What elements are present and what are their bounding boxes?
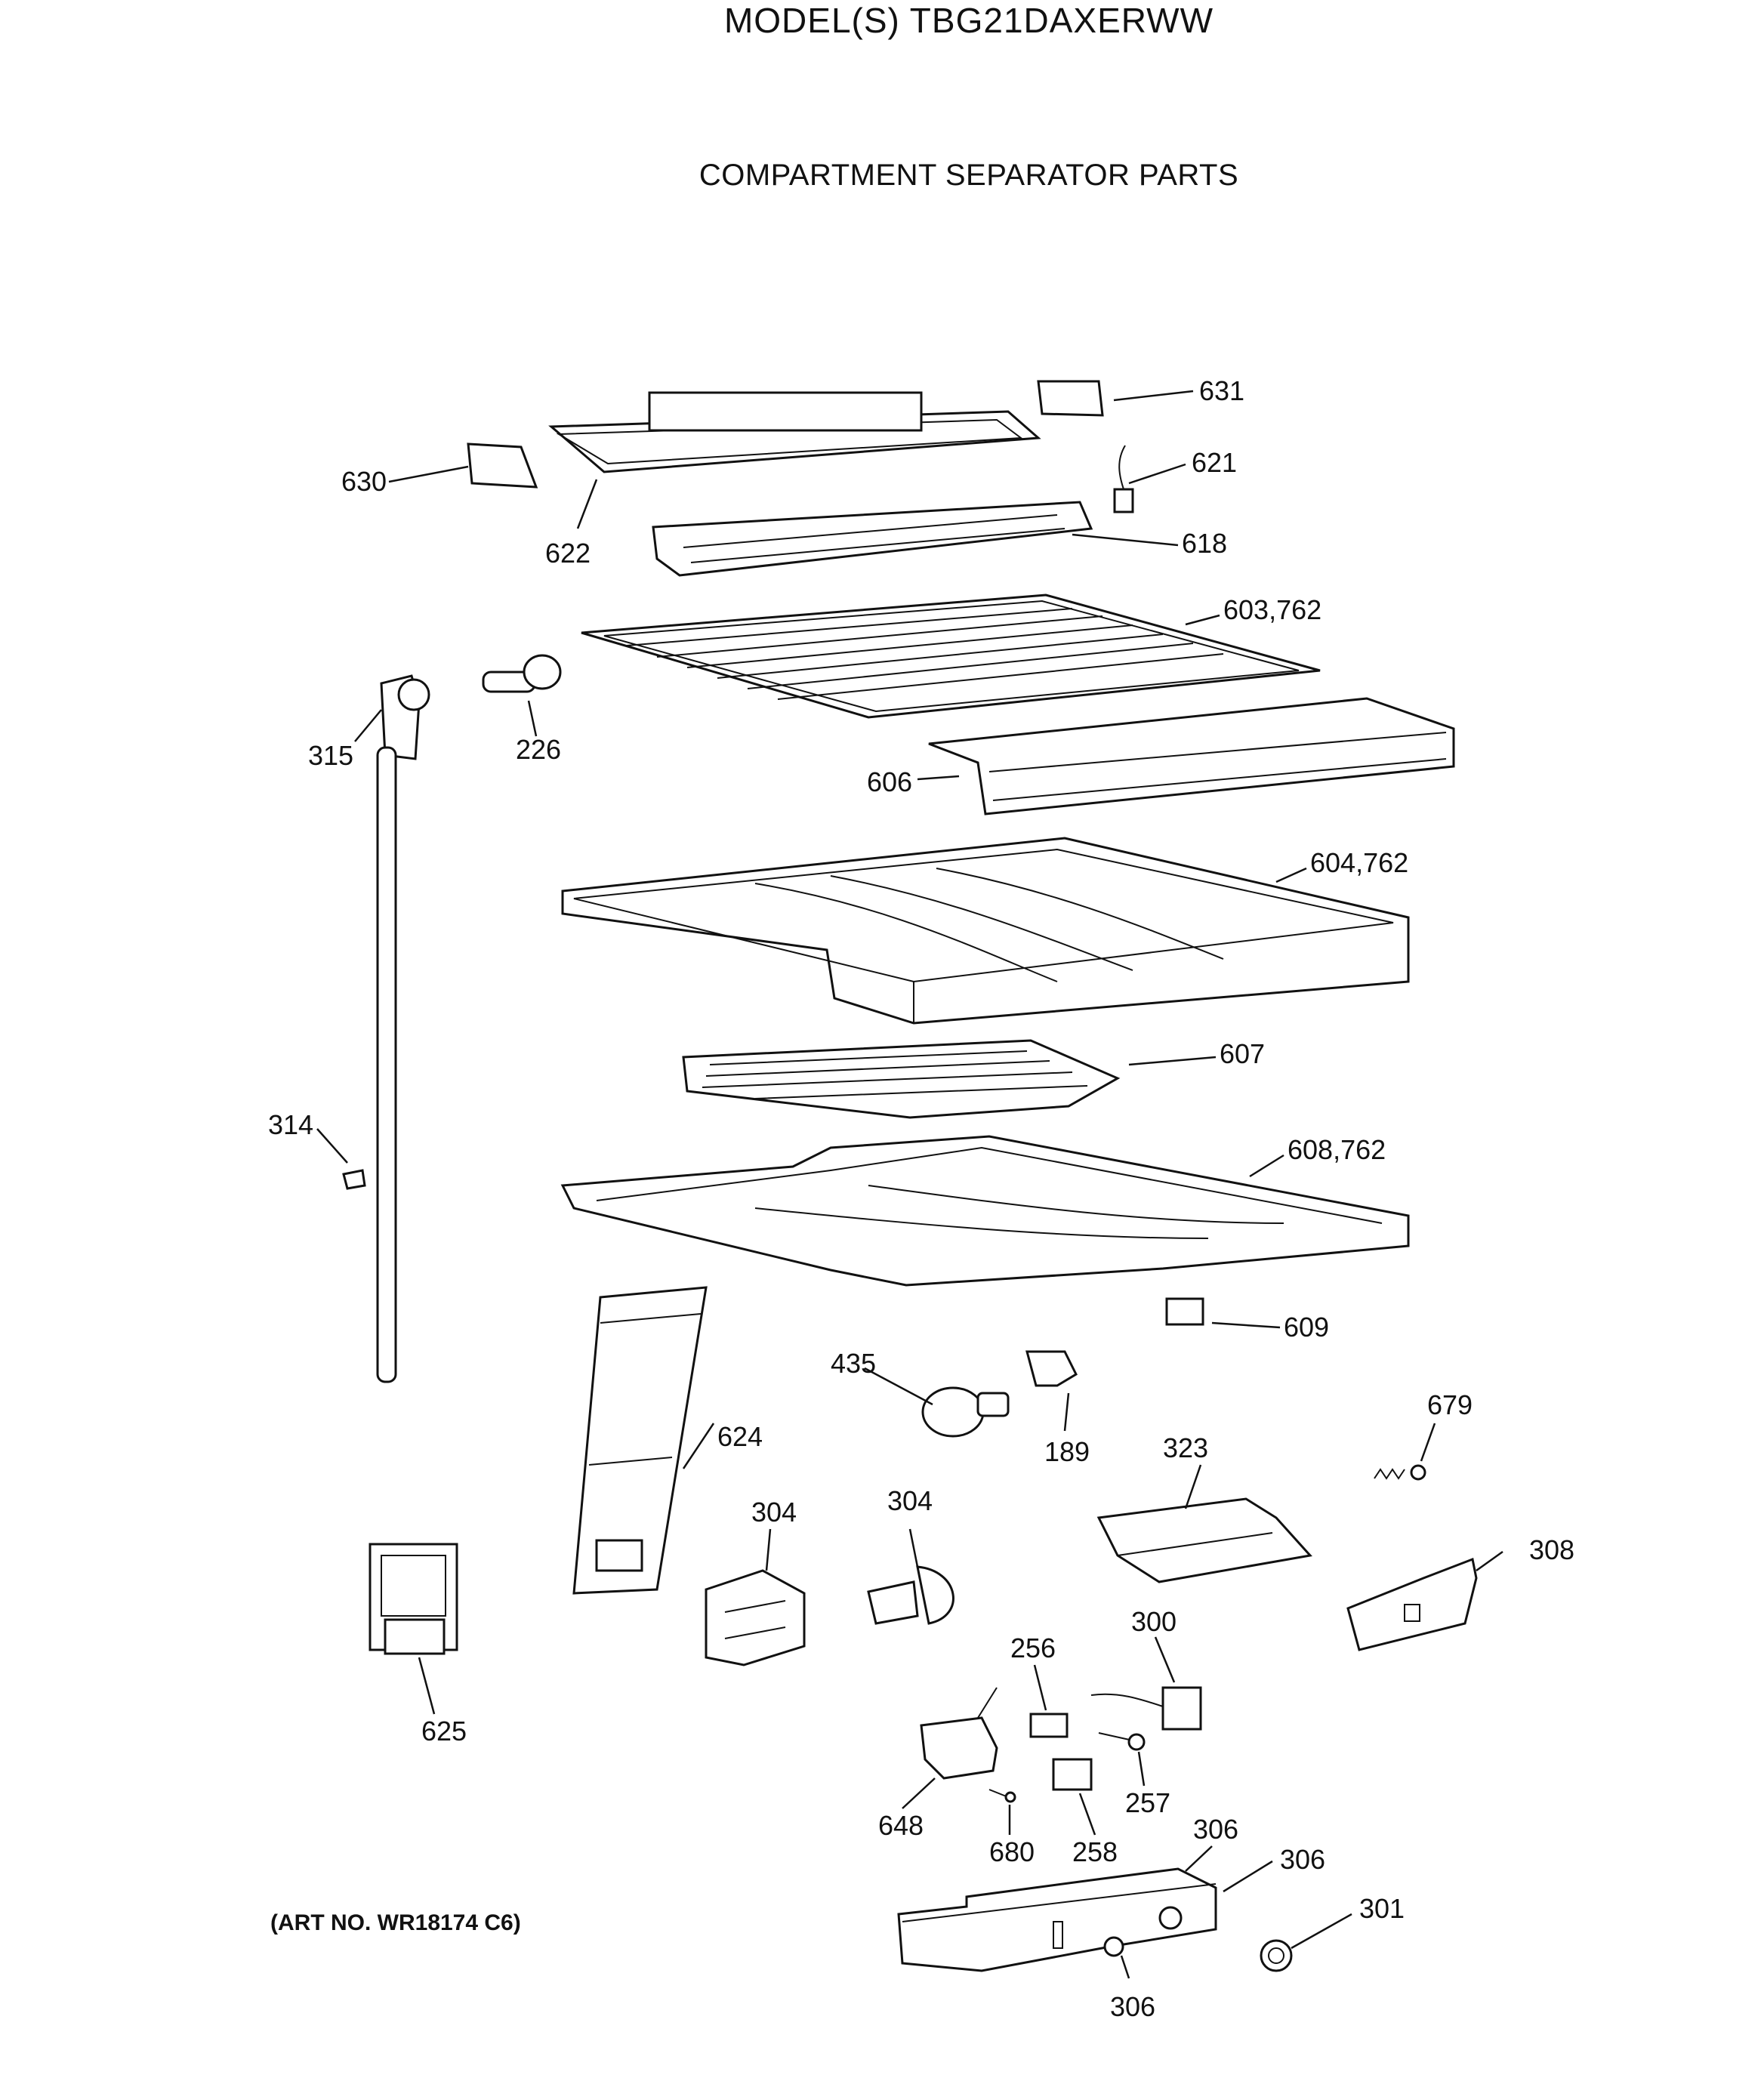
callout-256: 256	[1010, 1632, 1056, 1663]
section-title: COMPARTMENT SEPARATOR PARTS	[699, 159, 1239, 192]
callout-631: 631	[1199, 375, 1244, 406]
part-603-upper-cover[interactable]	[581, 593, 1321, 719]
model-title: MODEL(S) TBG21DAXERWW	[723, 1, 1214, 40]
callout-679: 679	[1427, 1389, 1473, 1420]
callout-609: 609	[1284, 1312, 1329, 1343]
part-315-pivot-bracket[interactable]	[380, 674, 430, 760]
part-624-air-duct[interactable]	[572, 1286, 708, 1595]
callout-257: 257	[1125, 1787, 1170, 1818]
part-226-cam[interactable]	[482, 654, 562, 693]
callout-301: 301	[1359, 1893, 1405, 1924]
callout-630: 630	[341, 466, 387, 497]
part-618-damper-duct[interactable]	[652, 501, 1093, 577]
callout-624: 624	[717, 1421, 763, 1452]
part-606-mullion-channel[interactable]	[928, 697, 1455, 815]
part-609-fastener[interactable]	[1165, 1297, 1204, 1326]
callout-306-side: 306	[1280, 1844, 1325, 1875]
part-257-screw[interactable]	[1098, 1732, 1146, 1751]
part-625-vent-cover[interactable]	[369, 1543, 458, 1655]
part-300-thermostat[interactable]	[1090, 1686, 1202, 1731]
callout-648: 648	[878, 1810, 924, 1841]
part-304-knob-assembly[interactable]	[867, 1565, 954, 1625]
part-631-end-cap[interactable]	[1037, 380, 1104, 417]
callout-labels: 631 621 630 622 618 603,762 315 226 606 …	[268, 375, 1574, 2022]
part-306-control-housing[interactable]	[897, 1867, 1217, 1972]
callout-435: 435	[831, 1348, 876, 1379]
callout-606: 606	[867, 766, 912, 797]
callout-304-housing: 304	[751, 1497, 797, 1528]
part-607-insulation-pad[interactable]	[682, 1039, 1121, 1119]
part-608-lower-separator[interactable]	[560, 1135, 1410, 1287]
part-256-light-switch[interactable]	[1029, 1713, 1069, 1738]
part-435-light-bulb[interactable]	[921, 1386, 1010, 1438]
part-622-grille-cover[interactable]	[548, 391, 1041, 473]
part-258-switch-actuator[interactable]	[1052, 1758, 1093, 1791]
part-630-end-cap[interactable]	[467, 442, 538, 489]
leader-lines	[316, 390, 1503, 1979]
callout-323: 323	[1163, 1432, 1208, 1463]
callout-304-knob: 304	[887, 1485, 933, 1516]
callout-189: 189	[1044, 1436, 1090, 1467]
callout-258: 258	[1072, 1836, 1118, 1867]
callout-608-762: 608,762	[1288, 1134, 1386, 1165]
part-648-damper-control[interactable]	[920, 1687, 998, 1780]
callout-315: 315	[308, 740, 353, 771]
callout-603-762: 603,762	[1223, 594, 1321, 625]
callout-314: 314	[268, 1109, 313, 1140]
callout-306-bottom: 306	[1110, 1991, 1155, 2022]
part-314-clip[interactable]	[342, 1169, 366, 1190]
part-604-separator-tray[interactable]	[561, 837, 1410, 1025]
part-323-control-bracket[interactable]	[1096, 1497, 1312, 1583]
callout-604-762: 604,762	[1310, 847, 1408, 878]
callout-300: 300	[1131, 1606, 1177, 1637]
part-column-rod	[376, 746, 397, 1383]
part-621-wire-clip[interactable]	[1113, 445, 1134, 513]
callout-622: 622	[545, 538, 591, 569]
callout-680: 680	[989, 1836, 1035, 1867]
callout-607: 607	[1220, 1038, 1265, 1069]
callout-625: 625	[421, 1716, 467, 1747]
art-number: (ART NO. WR18174 C6)	[270, 1910, 521, 1935]
callout-226: 226	[516, 734, 561, 765]
part-680-screw[interactable]	[988, 1789, 1016, 1803]
callout-306-top: 306	[1193, 1814, 1238, 1845]
part-301-knob[interactable]	[1260, 1939, 1293, 1972]
callout-308: 308	[1529, 1534, 1574, 1565]
part-189-light-socket[interactable]	[1025, 1350, 1078, 1387]
part-308-mounting-plate[interactable]	[1346, 1557, 1478, 1651]
part-304-control-housing[interactable]	[705, 1569, 806, 1666]
callout-618: 618	[1182, 528, 1227, 559]
part-679-spring[interactable]	[1374, 1464, 1426, 1481]
callout-621: 621	[1192, 447, 1237, 478]
